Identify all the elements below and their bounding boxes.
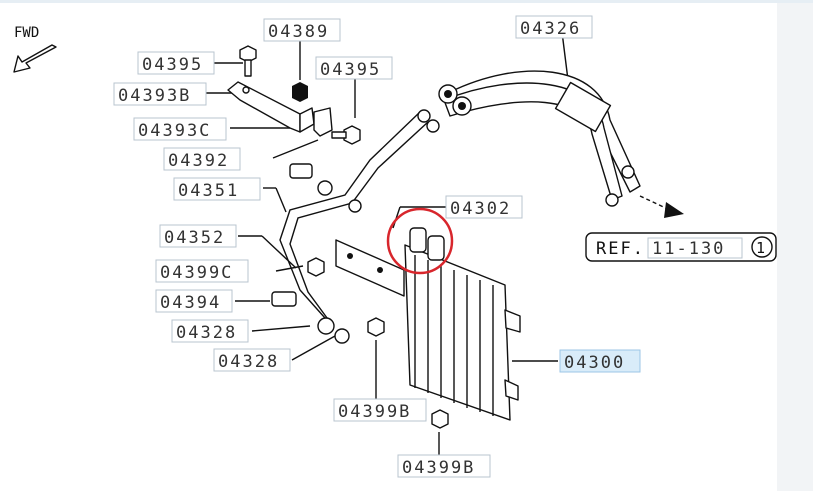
callout-04395-right[interactable]: 04395 — [315, 56, 393, 80]
right-scroll-gutter — [777, 3, 813, 491]
bolt-icon — [331, 125, 361, 145]
mounting-plate — [335, 239, 405, 297]
callout-label: 04399C — [160, 263, 233, 283]
callout-04328-lower[interactable]: 04328 — [213, 348, 291, 372]
ref-circled-number: 1 — [756, 239, 765, 257]
callout-label: 04394 — [160, 293, 221, 313]
reference-link[interactable]: REF. 11-130 1 — [585, 232, 777, 262]
callout-04393c[interactable]: 04393C — [133, 117, 227, 141]
fwd-arrow-icon — [13, 44, 57, 73]
fwd-label: FWD — [14, 25, 39, 41]
callout-04395-left[interactable]: 04395 — [137, 51, 215, 75]
clip-part — [313, 107, 333, 137]
callout-04351[interactable]: 04351 — [173, 177, 261, 201]
callout-label: 04393B — [118, 86, 191, 106]
oil-pipes — [279, 109, 440, 323]
callout-04389[interactable]: 04389 — [263, 18, 341, 42]
callout-label: 04399B — [402, 458, 475, 478]
ref-arrow-icon — [639, 195, 684, 218]
bracket-part — [227, 81, 315, 133]
highlight-circle — [386, 207, 454, 275]
callout-label: 04300 — [564, 353, 625, 373]
hose-assembly — [438, 70, 641, 207]
callout-04328-upper[interactable]: 04328 — [171, 319, 249, 343]
bolt-icon — [239, 45, 257, 77]
callout-label: 04351 — [178, 181, 239, 201]
fasteners — [271, 163, 449, 429]
callout-04392[interactable]: 04392 — [163, 147, 241, 171]
callout-label: 04328 — [218, 352, 279, 372]
top-border — [0, 0, 813, 3]
callout-label: 04326 — [520, 19, 581, 39]
callout-04399c[interactable]: 04399C — [155, 259, 249, 283]
callout-04352[interactable]: 04352 — [159, 224, 237, 248]
callout-label: 04352 — [164, 228, 225, 248]
callout-label: 04399B — [338, 402, 411, 422]
callout-label: 04328 — [176, 323, 237, 343]
callout-04302[interactable]: 04302 — [445, 195, 523, 219]
callout-04326[interactable]: 04326 — [515, 15, 593, 39]
ref-code: 11-130 — [652, 239, 725, 259]
callout-04393b[interactable]: 04393B — [113, 82, 207, 106]
callout-label: 04393C — [138, 121, 211, 141]
callout-label: 04392 — [168, 151, 229, 171]
ref-prefix: REF. — [596, 239, 645, 259]
nut-icon — [292, 82, 308, 102]
callout-label: 04395 — [142, 55, 203, 75]
callout-04394[interactable]: 04394 — [155, 289, 233, 313]
callout-label: 04302 — [450, 199, 511, 219]
callout-04300[interactable]: 04300 — [559, 349, 641, 373]
callout-label: 04395 — [320, 60, 381, 80]
callout-04399b-lower[interactable]: 04399B — [397, 454, 491, 478]
callout-04399b-upper[interactable]: 04399B — [333, 398, 427, 422]
callout-label: 04389 — [268, 22, 329, 42]
oil-cooler — [404, 227, 521, 421]
